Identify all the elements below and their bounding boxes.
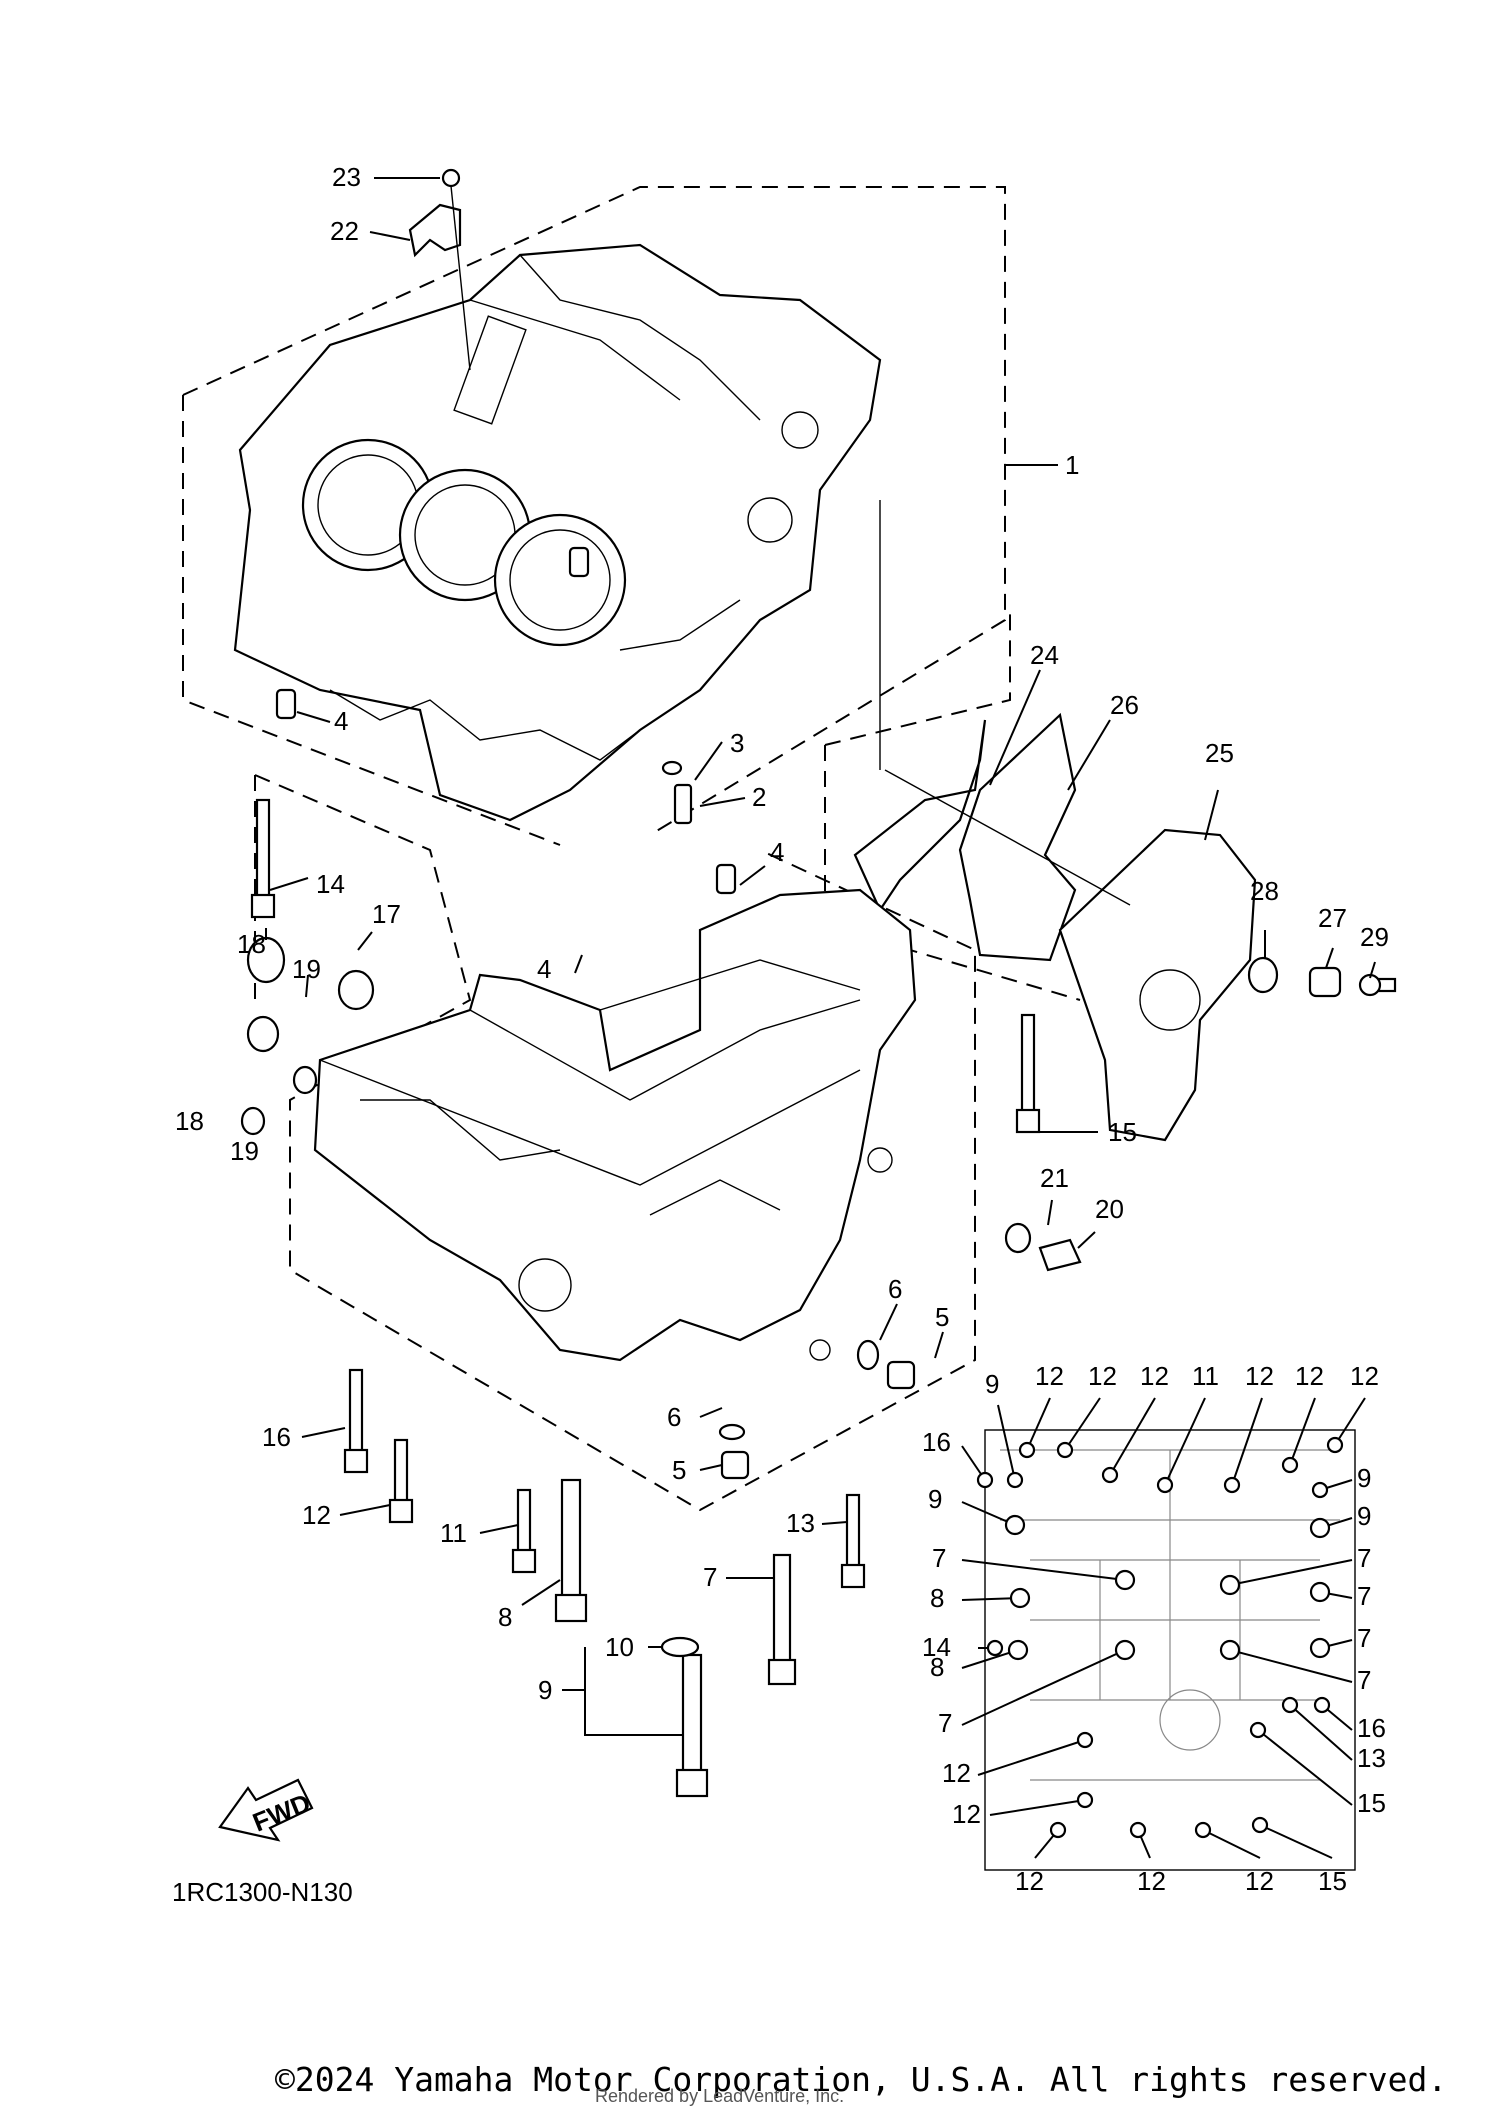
left-seals <box>240 936 375 1136</box>
inset-callout-12: 12 <box>1245 1361 1274 1391</box>
copyright-notice: ©2024 Yamaha Motor Corporation, U.S.A. A… <box>275 2060 1448 2099</box>
callout-21: 21 <box>1040 1163 1069 1193</box>
callout-22: 22 <box>330 216 359 246</box>
callout-10: 10 <box>605 1632 634 1662</box>
callout-27: 27 <box>1318 903 1347 933</box>
inset-callout-7: 7 <box>1357 1543 1371 1573</box>
callout-8: 8 <box>498 1602 512 1632</box>
callout-1: 1 <box>1065 450 1079 480</box>
callout-11: 11 <box>440 1518 467 1548</box>
inset-callout-16: 16 <box>922 1427 951 1457</box>
callout-3: 3 <box>730 728 744 758</box>
plugs <box>718 1222 1082 1480</box>
inset-callout-labels: 9 12 12 12 11 12 12 12 16 9 9 9 7 7 8 7 … <box>922 1361 1386 1896</box>
bracket-and-bolt <box>408 168 471 371</box>
inset-view <box>984 1429 1356 1871</box>
callout-18: 18 <box>237 929 266 959</box>
callout-14: 14 <box>316 869 345 899</box>
inset-bolt-holes <box>976 1436 1344 1839</box>
inset-callout-15: 15 <box>1357 1788 1386 1818</box>
inset-callout-11: 11 <box>1192 1361 1219 1391</box>
inset-callout-7: 7 <box>1357 1623 1371 1653</box>
upper-crankcase <box>233 243 882 822</box>
inset-callout-8: 8 <box>930 1583 944 1613</box>
inset-callout-7: 7 <box>938 1708 952 1738</box>
callout-24: 24 <box>1030 640 1059 670</box>
seal-collar-bolt <box>1247 956 1397 998</box>
callout-20: 20 <box>1095 1194 1124 1224</box>
callout-7: 7 <box>703 1562 717 1592</box>
inset-callout-12: 12 <box>1035 1361 1064 1391</box>
inset-callout-7: 7 <box>1357 1665 1371 1695</box>
inset-callout-7: 7 <box>932 1543 946 1573</box>
callout-4: 4 <box>334 706 348 736</box>
bolts <box>250 798 1041 1798</box>
lower-crankcase <box>313 888 917 1362</box>
inset-callout-12: 12 <box>1088 1361 1117 1391</box>
callout-12: 12 <box>302 1500 331 1530</box>
inset-callout-12: 12 <box>942 1758 971 1788</box>
inset-callout-12: 12 <box>1140 1361 1169 1391</box>
callout-2: 2 <box>752 782 766 812</box>
inset-callout-12: 12 <box>1015 1866 1044 1896</box>
callout-5: 5 <box>935 1302 949 1332</box>
inset-callout-12: 12 <box>1295 1361 1324 1391</box>
inset-callout-7: 7 <box>1357 1581 1371 1611</box>
inset-callout-16: 16 <box>1357 1713 1386 1743</box>
inset-callout-12: 12 <box>952 1799 981 1829</box>
callout-labels: 23 22 1 4 3 2 24 26 25 4 14 17 18 19 4 2… <box>175 162 1389 1705</box>
callout-28: 28 <box>1250 876 1279 906</box>
callout-25: 25 <box>1205 738 1234 768</box>
callout-18: 18 <box>175 1106 204 1136</box>
callout-15: 15 <box>1108 1117 1137 1147</box>
diagram-part-code: 1RC1300-N130 <box>172 1877 353 1907</box>
inset-callout-15: 15 <box>1318 1866 1347 1896</box>
callout-19: 19 <box>292 954 321 984</box>
callout-6: 6 <box>888 1274 902 1304</box>
inset-callout-9: 9 <box>985 1369 999 1399</box>
inset-callout-14: 14 <box>922 1632 951 1662</box>
fwd-arrow-icon: FWD <box>218 1778 315 1842</box>
inset-leader-lines <box>961 1397 1366 1859</box>
callout-16: 16 <box>262 1422 291 1452</box>
inset-callout-12: 12 <box>1245 1866 1274 1896</box>
callout-19: 19 <box>230 1136 259 1166</box>
rendered-by-credit: Rendered by LeadVenture, Inc. <box>595 2086 845 2106</box>
callout-5: 5 <box>672 1455 686 1485</box>
inset-callout-12: 12 <box>1350 1361 1379 1391</box>
leader-lines <box>265 177 1376 1736</box>
callout-26: 26 <box>1110 690 1139 720</box>
inset-callout-9: 9 <box>1357 1463 1371 1493</box>
inset-callout-12: 12 <box>1137 1866 1166 1896</box>
inset-callout-13: 13 <box>1357 1743 1386 1773</box>
callout-4: 4 <box>770 837 784 867</box>
callout-13: 13 <box>786 1508 815 1538</box>
callout-29: 29 <box>1360 922 1389 952</box>
inset-callout-9: 9 <box>1357 1501 1371 1531</box>
covers <box>853 500 1257 1142</box>
callout-4: 4 <box>537 954 551 984</box>
callout-17: 17 <box>372 899 401 929</box>
callout-23: 23 <box>332 162 361 192</box>
dowel-pins <box>275 546 737 895</box>
callout-6: 6 <box>667 1402 681 1432</box>
inset-callout-8: 8 <box>930 1652 944 1682</box>
callout-9: 9 <box>538 1675 552 1705</box>
inset-callout-9: 9 <box>928 1484 942 1514</box>
oil-jet <box>661 760 693 825</box>
